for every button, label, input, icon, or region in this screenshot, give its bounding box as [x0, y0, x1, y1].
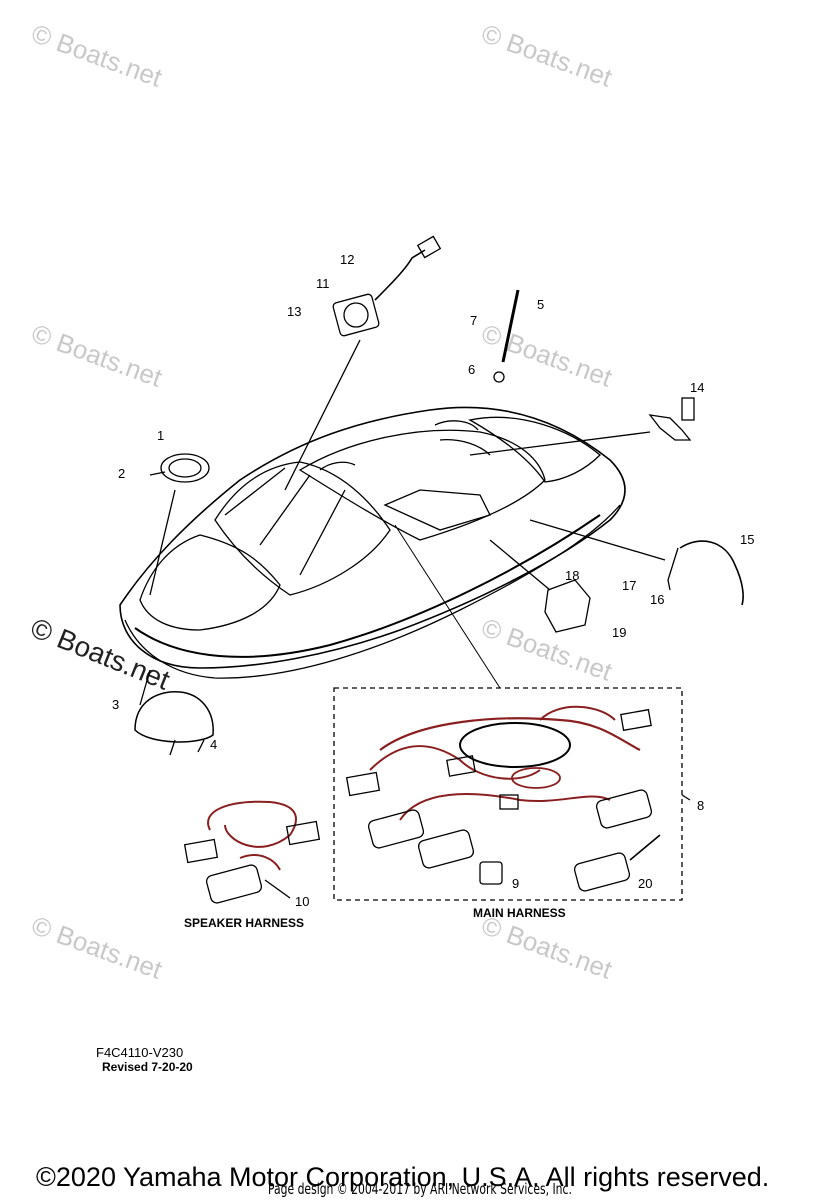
bow-cockpit: [139, 534, 281, 631]
callout-19: 19: [612, 625, 627, 640]
copyright-notice: ©2020 Yamaha Motor Corporation, U.S.A. A…: [36, 1162, 770, 1192]
callout-9: 9: [512, 876, 520, 891]
callout-18: 18: [565, 568, 580, 583]
antenna-part: [501, 289, 520, 363]
callout-6: 6: [468, 362, 476, 377]
callout-3: 3: [112, 697, 120, 712]
page-design-notice: Page design © 2004-2017 by ARI Network S…: [268, 1180, 572, 1198]
seat: [383, 489, 491, 531]
callout-12: 12: [340, 252, 355, 267]
callout-5: 5: [537, 297, 545, 312]
sensor-part: [648, 414, 692, 441]
gauge-mount-part: [332, 293, 380, 337]
callout-4: 4: [210, 737, 218, 752]
windshield: [214, 461, 391, 596]
hull-lower: [124, 504, 621, 679]
rear-deck: [468, 416, 601, 483]
device-part: [544, 579, 591, 633]
hull-outline: [119, 406, 626, 669]
speaker-harness-wire: [207, 800, 297, 848]
revised-date: Revised 7-20-20: [102, 1060, 193, 1074]
main-harness-box: [333, 687, 683, 901]
callout-11: 11: [316, 276, 330, 291]
main-cockpit: [298, 429, 546, 541]
bracket-part: [679, 540, 744, 606]
main-harness-label: MAIN HARNESS: [473, 906, 566, 920]
callout-14: 14: [690, 380, 705, 395]
callout-16: 16: [650, 592, 665, 607]
dome-cover-part: [134, 691, 214, 743]
callout-10: 10: [295, 894, 310, 909]
diagram-code: F4C4110-V230: [96, 1045, 184, 1060]
callout-1: 1: [157, 428, 165, 443]
callout-17: 17: [622, 578, 637, 593]
speaker-harness-label: SPEAKER HARNESS: [184, 916, 305, 930]
callout-8: 8: [697, 798, 705, 813]
hull-stripe: [134, 514, 601, 658]
callout-20: 20: [638, 876, 653, 891]
callout-13: 13: [287, 304, 302, 319]
windshield-frame: [224, 467, 346, 576]
callout-7: 7: [470, 313, 478, 328]
speaker-part: [160, 453, 210, 483]
callout-2: 2: [118, 466, 126, 481]
callout-15: 15: [740, 532, 755, 547]
